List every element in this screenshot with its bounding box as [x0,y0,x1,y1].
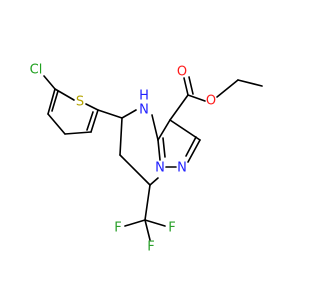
bond [144,219,166,227]
bond [157,119,171,141]
molecule-structure: Cl S N H N N O O F F F [30,63,263,255]
atom-fluorine-right: F [168,221,175,236]
bond [149,177,159,186]
atom-chlorine: Cl [30,63,43,78]
bond [86,111,94,131]
bond [188,76,194,95]
atom-hydrogen-nh: H [139,89,149,104]
atom-nitrogen-ring: N [155,161,165,176]
atom-sulfur: S [76,95,84,110]
bond [157,139,161,161]
bond [47,113,66,135]
bond [144,184,151,221]
bond [119,154,151,186]
bond [121,109,137,119]
bond [169,94,189,121]
atom-nitrogen-nh: N [139,103,149,118]
bond [97,109,123,119]
bond [54,88,75,101]
structure-canvas: Cl S N H N N O O F F F [30,63,263,255]
bond [144,219,151,241]
atom-nitrogen-pyrazole: N [177,161,187,176]
bond [187,94,206,102]
bond [43,75,56,90]
atom-oxygen-carbonyl: O [177,65,187,80]
bond [185,136,197,157]
bond [151,114,159,141]
atom-fluorine-bottom: F [147,240,154,255]
bond [90,109,99,133]
bond [64,131,92,135]
bond [187,139,201,163]
bond [47,88,56,115]
atom-fluorine-left: F [114,221,121,236]
bond [169,119,201,141]
bond [124,219,146,227]
bond [119,117,123,156]
bond [216,79,239,98]
bond [237,79,263,87]
atom-oxygen-ester: O [206,94,216,109]
bond [51,90,59,112]
atom-labels: Cl S N H N N O O F F F [30,63,216,255]
bond-lines [43,75,263,241]
bond [183,77,189,96]
bond [85,103,99,111]
bond [162,137,166,158]
